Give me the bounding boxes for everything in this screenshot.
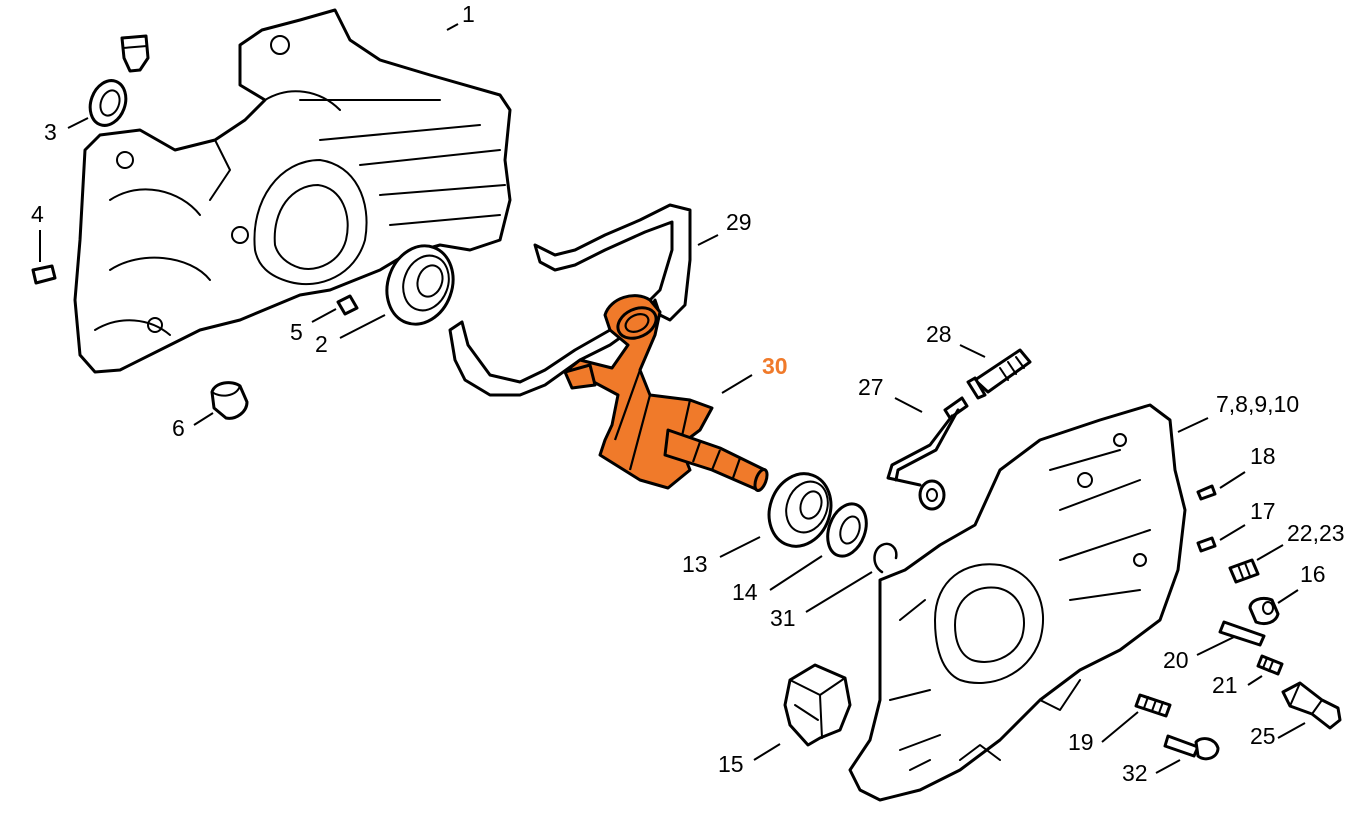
callout-28[interactable]: 28: [926, 321, 952, 347]
callout-27[interactable]: 27: [858, 374, 884, 400]
nut-part-16[interactable]: [1248, 596, 1280, 626]
plug-part-6[interactable]: [210, 381, 249, 420]
guide-block-part-15[interactable]: [783, 663, 852, 747]
pin-part-20[interactable]: [1218, 620, 1266, 647]
callout-5[interactable]: 5: [290, 319, 303, 345]
callout-19[interactable]: 19: [1068, 729, 1094, 755]
circlip-part-31[interactable]: [873, 542, 898, 574]
callout-14[interactable]: 14: [732, 579, 758, 605]
callout-18[interactable]: 18: [1250, 443, 1276, 469]
screw-part-32[interactable]: [1163, 734, 1220, 761]
callout-31[interactable]: 31: [770, 605, 796, 631]
ball-bearing-part-2[interactable]: [376, 236, 464, 333]
crankcase-right-half[interactable]: [848, 403, 1187, 802]
callout-labels: 1 3 4 5 2 6 29 30 28 27 7,8,9,10 18 17 2…: [31, 1, 1345, 786]
callout-20[interactable]: 20: [1163, 647, 1189, 673]
crankcase-left-half[interactable]: [73, 8, 512, 374]
stud-part-25[interactable]: [1281, 681, 1342, 730]
screw-part-18[interactable]: [1196, 484, 1217, 501]
oil-seal-part-3[interactable]: [84, 76, 132, 131]
callout-21[interactable]: 21: [1212, 672, 1238, 698]
ball-bearing-part-13[interactable]: [759, 465, 841, 555]
callout-7-8-9-10[interactable]: 7,8,9,10: [1216, 391, 1299, 417]
screw-part-17[interactable]: [1196, 536, 1217, 553]
screw-part-19[interactable]: [1134, 693, 1172, 718]
callout-25[interactable]: 25: [1250, 723, 1276, 749]
callout-30[interactable]: 30: [762, 353, 788, 379]
callout-29[interactable]: 29: [726, 209, 752, 235]
callout-15[interactable]: 15: [718, 751, 744, 777]
crankshaft-part-30[interactable]: [563, 294, 769, 492]
pin-part-22-23[interactable]: [1228, 558, 1260, 584]
callout-4[interactable]: 4: [31, 201, 44, 227]
fitting-part-28[interactable]: [966, 348, 1032, 400]
screw-part-21[interactable]: [1256, 654, 1284, 676]
oil-seal-part-14[interactable]: [821, 498, 873, 561]
callout-16[interactable]: 16: [1300, 561, 1326, 587]
callout-17[interactable]: 17: [1250, 498, 1276, 524]
sleeve-part-4[interactable]: [31, 264, 57, 285]
gasket-part-29[interactable]: [448, 203, 692, 397]
leader-lines: [39, 23, 1306, 774]
callout-22-23[interactable]: 22,23: [1287, 520, 1345, 546]
tube-part-27[interactable]: [886, 396, 969, 511]
small-plug[interactable]: [120, 34, 150, 73]
callout-2[interactable]: 2: [315, 331, 328, 357]
callout-6[interactable]: 6: [172, 415, 185, 441]
callout-32[interactable]: 32: [1122, 760, 1148, 786]
callout-13[interactable]: 13: [682, 551, 708, 577]
callout-3[interactable]: 3: [44, 119, 57, 145]
bushing-part-5[interactable]: [336, 294, 359, 316]
callout-1[interactable]: 1: [462, 1, 475, 27]
